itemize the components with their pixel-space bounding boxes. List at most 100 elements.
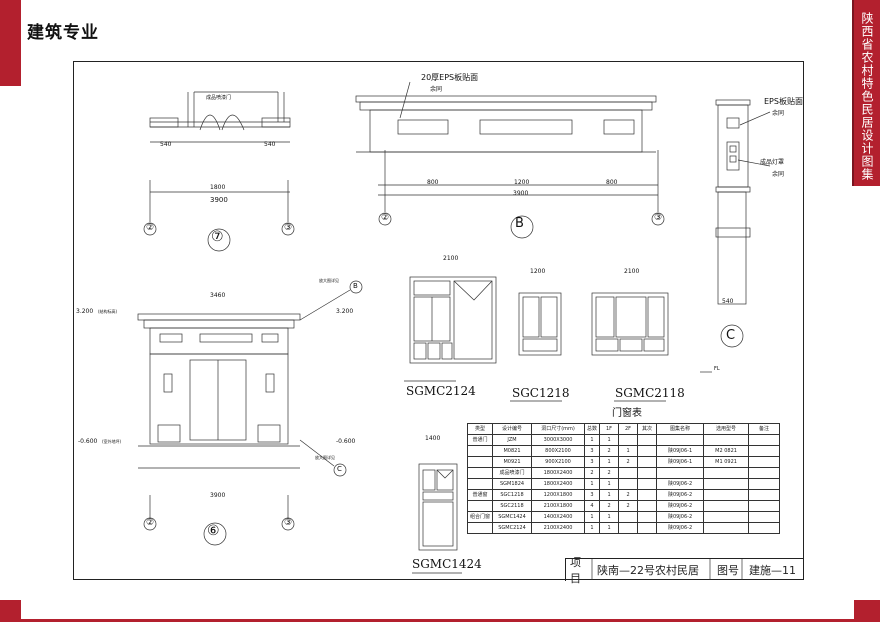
elev-top-right: 3.200 bbox=[336, 308, 354, 315]
total-dim-B: 3900 bbox=[513, 190, 529, 197]
drawing-B-label: B bbox=[515, 216, 524, 231]
cell: 陕09J06-1 bbox=[656, 445, 705, 457]
col-remark: 备注 bbox=[748, 423, 781, 435]
dim-800-B: 800 bbox=[427, 179, 439, 186]
cell bbox=[703, 522, 750, 534]
cell: 2 bbox=[618, 489, 639, 501]
cell: 陕09J06-2 bbox=[656, 478, 705, 490]
cell: 2 bbox=[599, 445, 620, 457]
sgmc1424-width: 1400 bbox=[425, 435, 441, 442]
axis-2-top: ② bbox=[146, 223, 155, 233]
cell: 2 bbox=[584, 467, 601, 479]
total-dim-7: 3900 bbox=[210, 196, 228, 204]
elev-top-left: 3.200 bbox=[76, 308, 94, 315]
cell: M1 0921 bbox=[703, 456, 750, 468]
cell bbox=[703, 467, 750, 479]
cell: 1 bbox=[584, 522, 601, 534]
cell bbox=[748, 467, 781, 479]
col-size: 洞口尺寸(mm) bbox=[531, 423, 586, 435]
col-model: 选用型号 bbox=[703, 423, 750, 435]
drawing-no: 建施—11 bbox=[749, 564, 796, 577]
cell: 2 bbox=[599, 467, 620, 479]
cell: 1400X2400 bbox=[531, 511, 586, 523]
cell: 陕09J06-2 bbox=[656, 489, 705, 501]
cell bbox=[466, 456, 494, 468]
cell: 1 bbox=[599, 434, 620, 446]
cell bbox=[703, 478, 750, 490]
cell: 1 bbox=[584, 434, 601, 446]
cell: 2100X2400 bbox=[531, 522, 586, 534]
elev-bottom-right: -0.600 bbox=[336, 438, 356, 445]
cell bbox=[748, 434, 781, 446]
cell bbox=[637, 522, 658, 534]
cell bbox=[637, 489, 658, 501]
cell bbox=[748, 445, 781, 457]
dim-1800-7: 1800 bbox=[210, 184, 226, 191]
cell bbox=[656, 434, 705, 446]
side-band-edge bbox=[852, 0, 854, 186]
cell bbox=[703, 434, 750, 446]
col-code: 设计编号 bbox=[492, 423, 533, 435]
cell: 1800X2400 bbox=[531, 467, 586, 479]
drawing-sheet bbox=[73, 61, 804, 580]
axis-2-B: ② bbox=[381, 213, 390, 223]
cell: 4 bbox=[584, 500, 601, 512]
cell bbox=[466, 500, 494, 512]
project-name: 陕南—22号农村民居 bbox=[597, 564, 699, 577]
cell: 陕09J06-1 bbox=[656, 456, 705, 468]
drawing-C-label: C bbox=[726, 328, 736, 343]
cell bbox=[748, 500, 781, 512]
dim-1200-B: 1200 bbox=[514, 179, 530, 186]
cell: 800X2100 bbox=[531, 445, 586, 457]
dim-3460: 3460 bbox=[210, 292, 226, 299]
axis-3-6: ③ bbox=[284, 518, 293, 528]
cell bbox=[637, 467, 658, 479]
callout-b: B bbox=[353, 282, 358, 290]
label-sgmc2124: SGMC2124 bbox=[406, 384, 476, 398]
cell bbox=[618, 478, 639, 490]
schedule-title: 门窗表 bbox=[612, 408, 642, 419]
schedule-header-row: 类型 设计编号 洞口尺寸(mm) 总数 1F 2F 其次 图集名称 选用型号 备… bbox=[466, 423, 781, 435]
cell: M2 0821 bbox=[703, 445, 750, 457]
cell: SGMC1424 bbox=[492, 511, 533, 523]
cell: 3000X3000 bbox=[531, 434, 586, 446]
c-eps-sub: 余同 bbox=[772, 110, 785, 117]
cell: 2 bbox=[618, 500, 639, 512]
cell: 1 bbox=[584, 511, 601, 523]
cell: 900X2100 bbox=[531, 456, 586, 468]
sgmc2118-width: 2100 bbox=[624, 268, 640, 275]
cell bbox=[466, 522, 494, 534]
cell: 1 bbox=[599, 456, 620, 468]
cell: 2100X1800 bbox=[531, 500, 586, 512]
col-atlas: 图集名称 bbox=[656, 423, 705, 435]
sgc1218-width: 1200 bbox=[530, 268, 546, 275]
c-lamp-sub: 余同 bbox=[772, 171, 785, 178]
cell: 普通窗 bbox=[466, 489, 494, 501]
cell bbox=[703, 500, 750, 512]
elev-bottom-left: -0.600 bbox=[78, 438, 98, 445]
cell: 陕09J06-2 bbox=[656, 511, 705, 523]
cell: 1 bbox=[599, 478, 620, 490]
header-accent-bar bbox=[0, 0, 21, 86]
cell bbox=[618, 522, 639, 534]
cell: 1800X2400 bbox=[531, 478, 586, 490]
cell: 陕09J06-2 bbox=[656, 500, 705, 512]
cell: 1 bbox=[599, 522, 620, 534]
cell bbox=[748, 478, 781, 490]
col-2f: 2F bbox=[618, 423, 639, 435]
elev-bottom-left-note: (室外地坪) bbox=[102, 439, 122, 444]
label-sgc1218: SGC1218 bbox=[512, 386, 570, 400]
label-sgmc2118: SGMC2118 bbox=[615, 386, 685, 400]
cell bbox=[618, 511, 639, 523]
cell: SGM1824 bbox=[492, 478, 533, 490]
cell bbox=[466, 467, 494, 479]
cell bbox=[637, 500, 658, 512]
cell: 1 bbox=[599, 489, 620, 501]
cell: 1 bbox=[584, 478, 601, 490]
